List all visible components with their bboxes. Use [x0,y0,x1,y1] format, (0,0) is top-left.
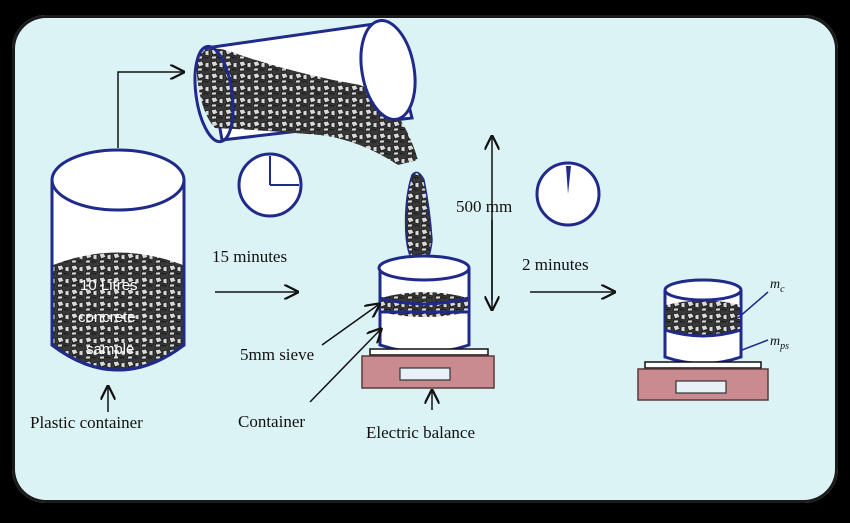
electric-balance [361,348,495,389]
container-label: Container [238,412,305,431]
mps-label: mps [770,334,789,352]
time-label-1: 15 minutes [212,247,287,266]
arrow-icon [117,72,182,148]
plastic-container [50,148,186,372]
height-label: 500 mm [456,197,512,216]
arrow-icon [309,330,380,403]
pouring-container [193,19,418,165]
arrow-icon [321,305,378,346]
sample-label-line2: concrete [78,309,136,326]
mc-pointer [737,291,769,319]
mc-label: mc [770,277,785,295]
falling-sample [404,171,433,269]
result-container [663,278,743,365]
plastic-container-label: Plastic container [30,413,143,432]
sieve-stack [377,254,471,354]
time-label-2: 2 minutes [522,255,589,274]
sample-label-line3: sample [86,341,134,358]
electric-balance [637,361,769,401]
mps-pointer [741,339,769,351]
clock-icon [535,161,601,227]
clock-icon [237,152,303,218]
sample-label-line1: 10 Litres [80,277,138,294]
sieve-label: 5mm sieve [240,345,314,364]
balance-label: Electric balance [366,423,475,442]
